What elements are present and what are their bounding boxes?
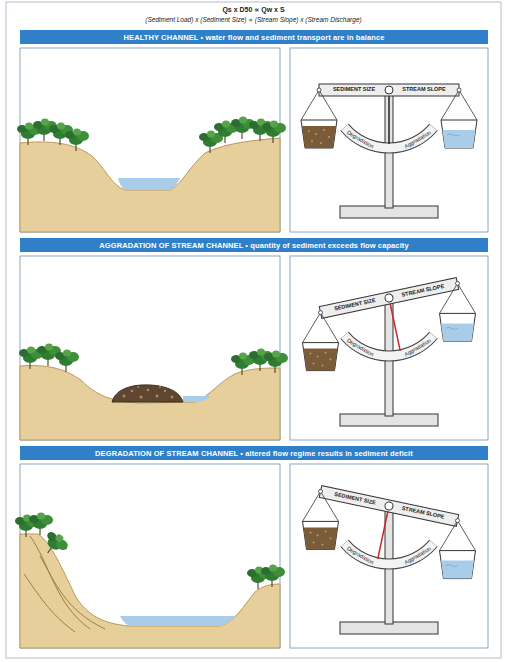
slump-line (40, 556, 105, 629)
slump-line (30, 536, 90, 629)
band-heading: DEGRADATION OF STREAM CHANNEL • altered … (95, 449, 413, 458)
header-band: AGGRADATION OF STREAM CHANNEL • quantity… (20, 238, 488, 252)
beam-label: STREAM SLOPE (402, 87, 445, 93)
beam-label: SEDIMENT SIZE (333, 87, 375, 93)
equation-caption: (Sediment Load) x (Sediment Size) ∝ (Str… (145, 17, 361, 24)
beam (319, 84, 459, 96)
slump-line (24, 574, 75, 632)
water (120, 616, 235, 626)
header-band: HEALTHY CHANNEL • water flow and sedimen… (20, 30, 488, 44)
gravel (123, 386, 174, 399)
needle (389, 298, 400, 351)
panel-frames (20, 48, 488, 648)
band-heading: AGGRADATION OF STREAM CHANNEL • quantity… (99, 241, 408, 250)
band-heading: HEALTHY CHANNEL • water flow and sedimen… (124, 33, 385, 42)
beam (319, 278, 458, 319)
beam (319, 486, 458, 527)
lane-balance (303, 278, 476, 426)
water (118, 178, 180, 190)
ground (20, 366, 280, 440)
diagram-title: Qs x D50 ∝ Qw x S (0, 6, 507, 14)
healthy-channel-scene (17, 117, 286, 233)
degradation-scene (15, 513, 285, 649)
sediment-pile (112, 385, 183, 402)
lane-balance (303, 486, 476, 634)
lane-balance (301, 84, 477, 218)
needle (388, 90, 390, 144)
outer-frame (6, 2, 501, 658)
header-band: DEGRADATION OF STREAM CHANNEL • altered … (20, 446, 488, 460)
needle (378, 506, 389, 559)
ground (20, 534, 280, 648)
ground (20, 138, 280, 232)
aggradation-scene (19, 344, 288, 441)
water (183, 396, 210, 402)
